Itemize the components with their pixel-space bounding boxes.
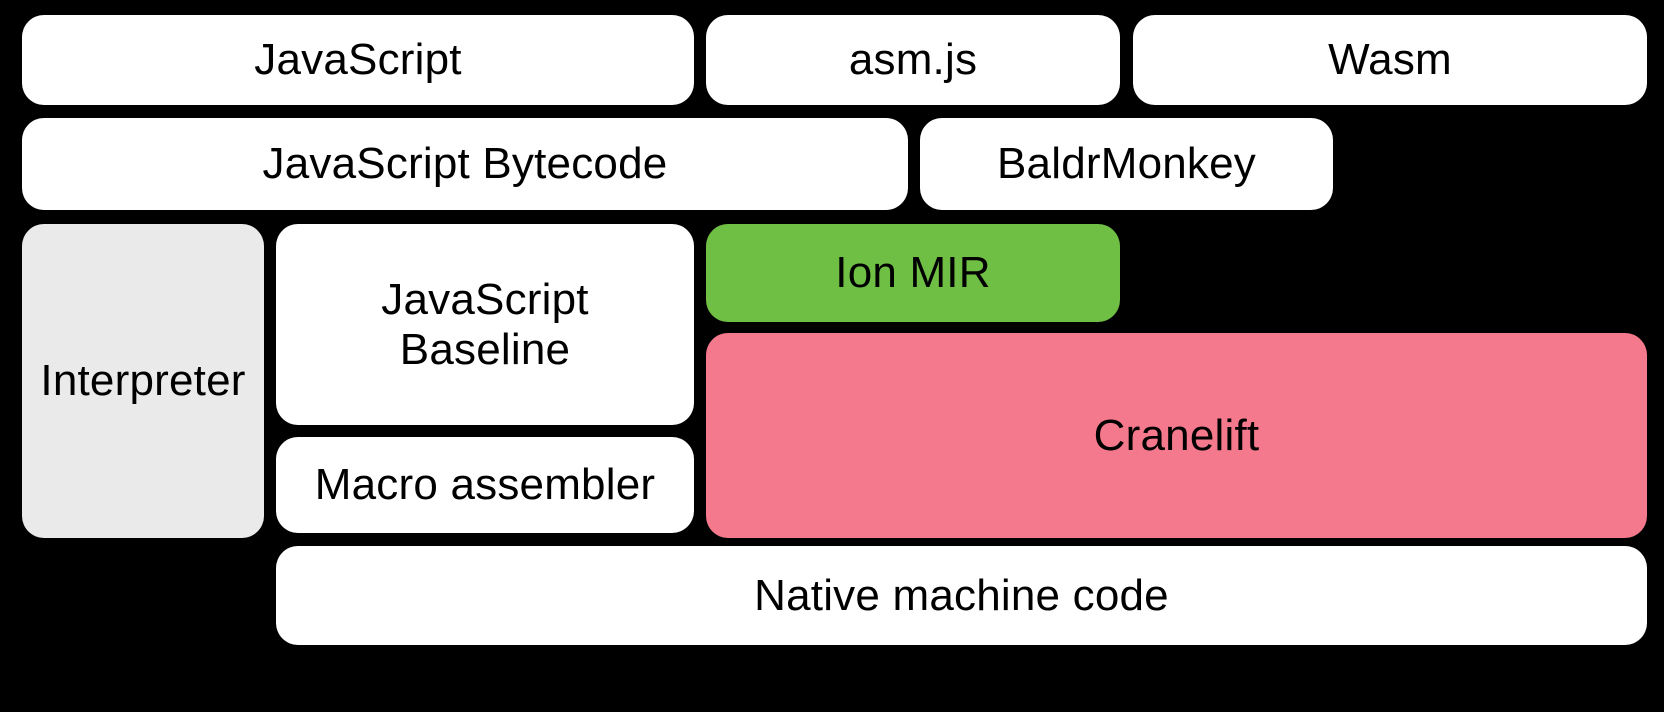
node-javascript[interactable]: JavaScript — [22, 15, 694, 105]
node-macro-assembler[interactable]: Macro assembler — [276, 437, 694, 533]
node-javascript-baseline[interactable]: JavaScript Baseline — [276, 224, 694, 425]
node-javascript-bytecode[interactable]: JavaScript Bytecode — [22, 118, 908, 210]
node-interpreter[interactable]: Interpreter — [22, 224, 264, 538]
node-wasm[interactable]: Wasm — [1133, 15, 1647, 105]
node-native-machine-code[interactable]: Native machine code — [276, 546, 1647, 645]
node-ion-mir[interactable]: Ion MIR — [706, 224, 1120, 322]
node-cranelift[interactable]: Cranelift — [706, 333, 1647, 538]
node-asm-js[interactable]: asm.js — [706, 15, 1120, 105]
node-baldrmonkey[interactable]: BaldrMonkey — [920, 118, 1333, 210]
